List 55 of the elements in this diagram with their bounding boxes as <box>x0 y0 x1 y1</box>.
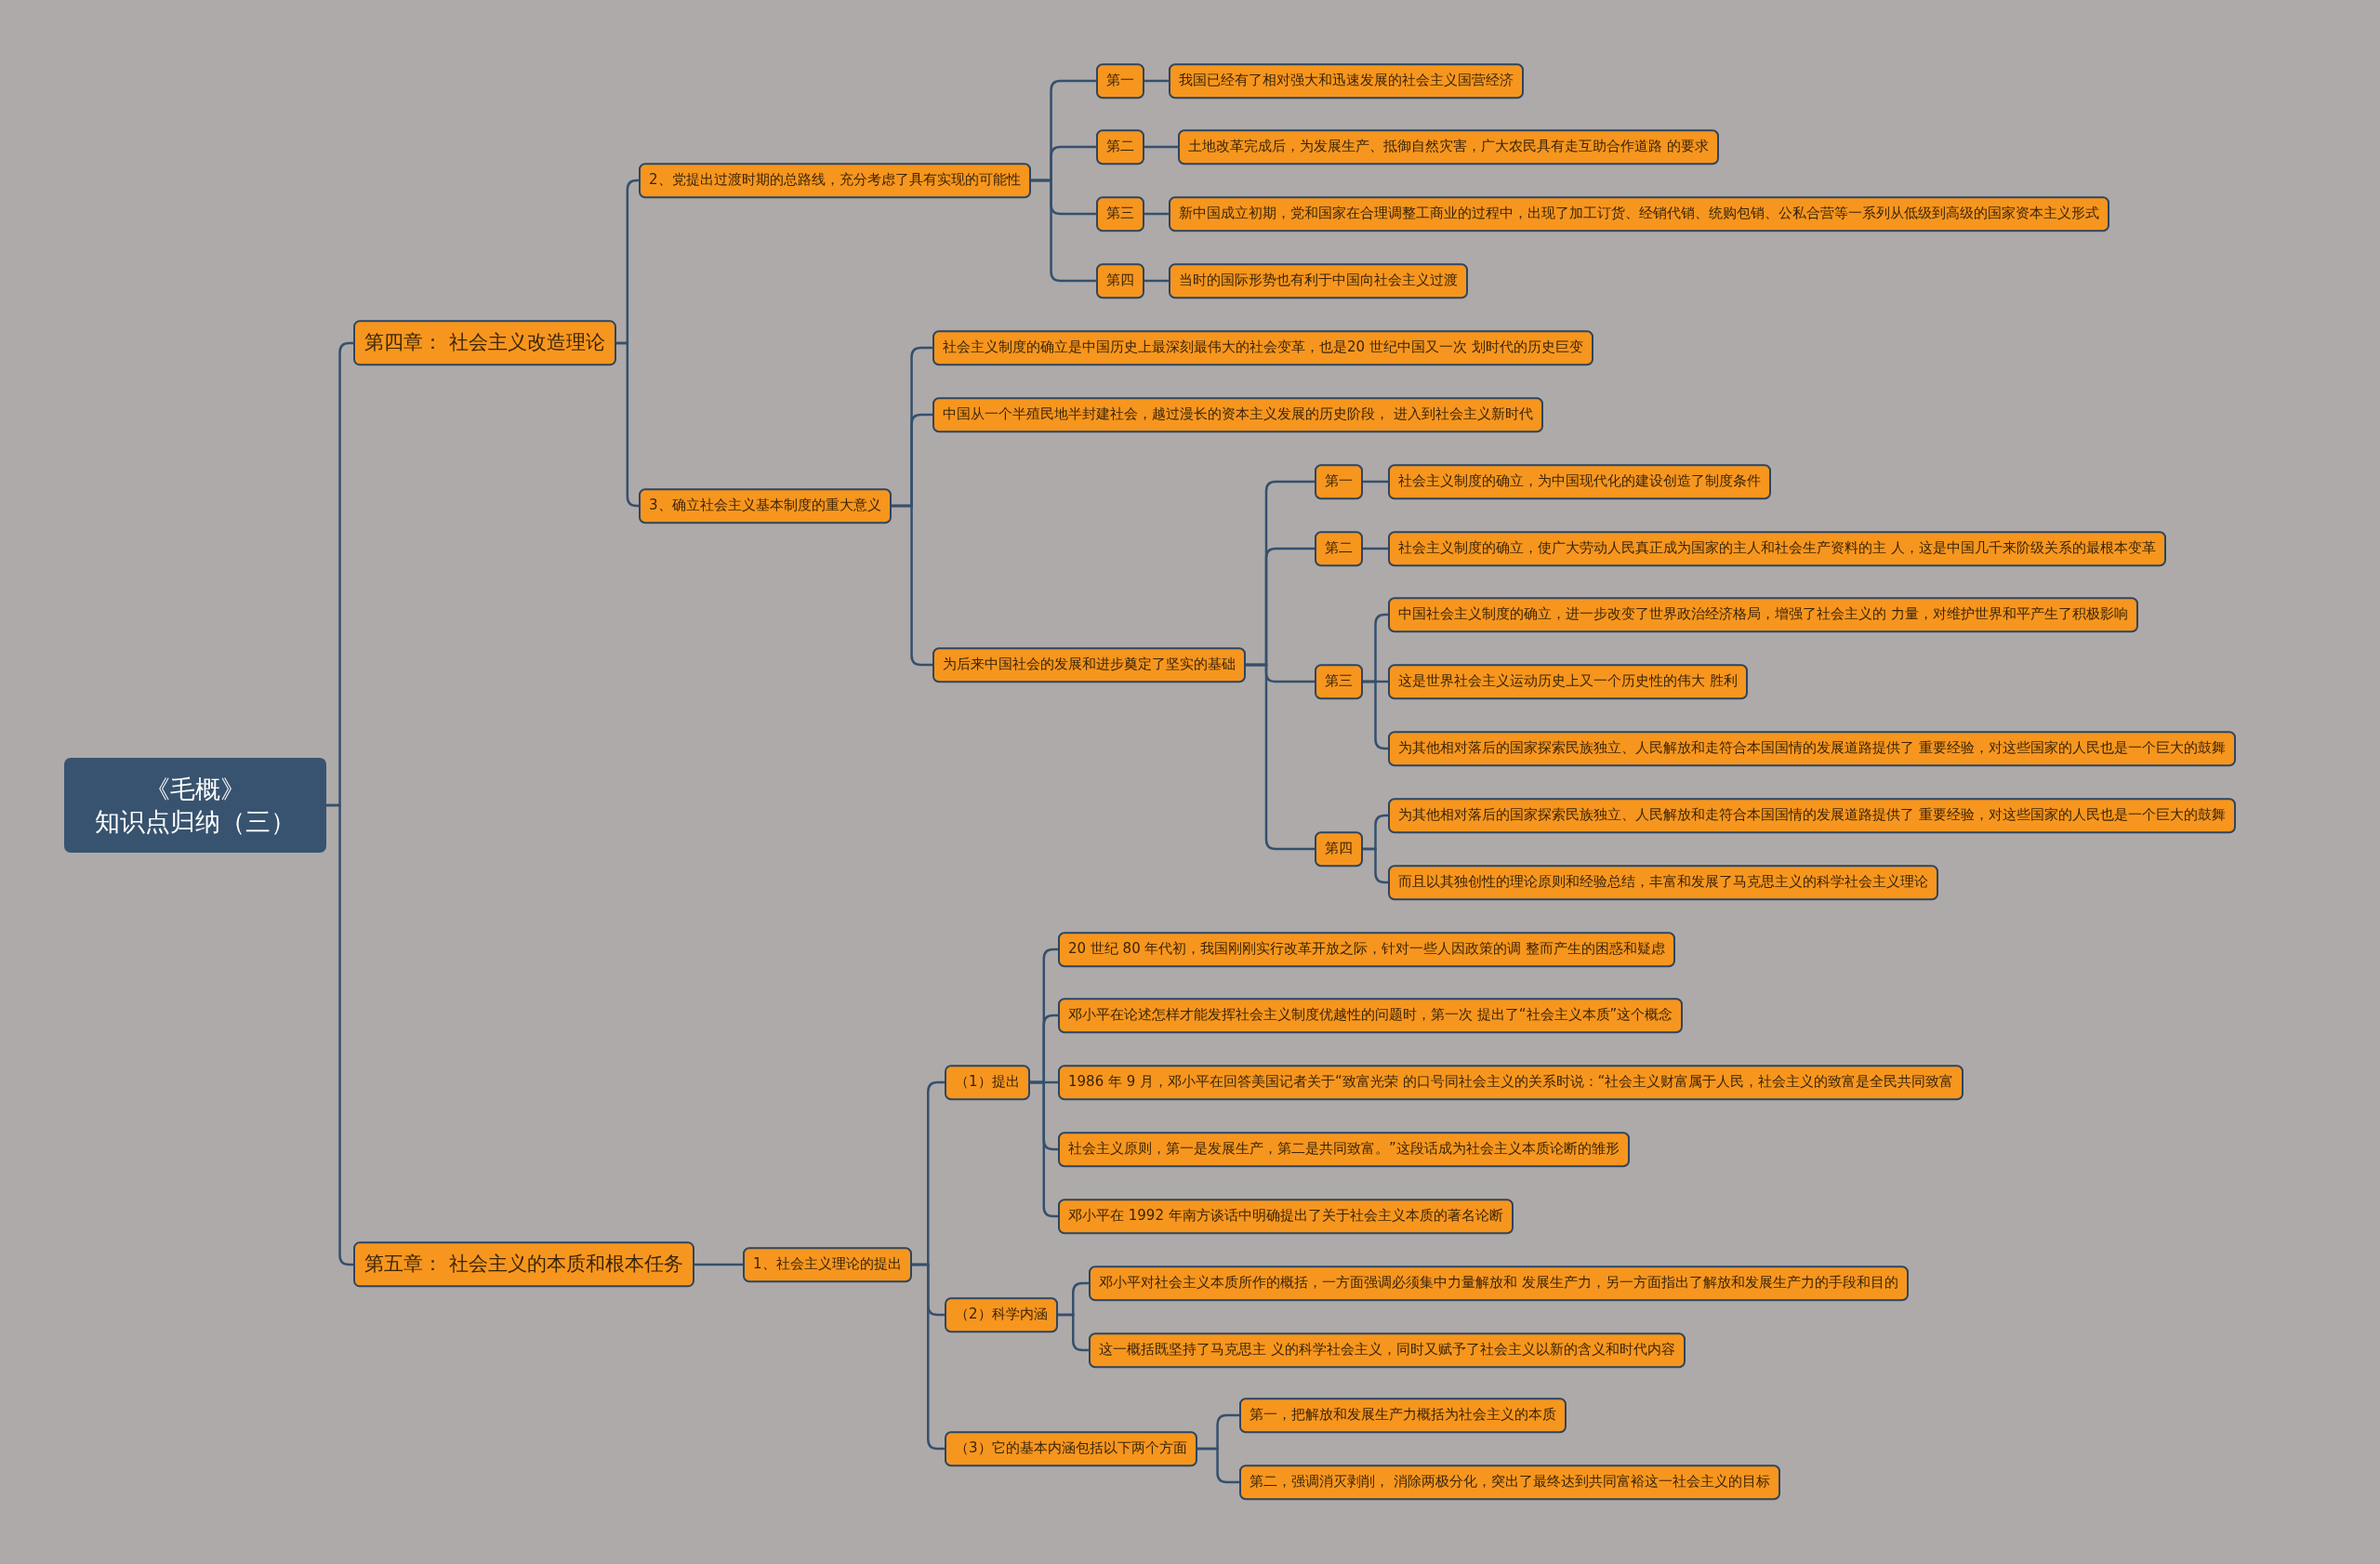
topic-box: （1）提出 <box>945 1065 1030 1100</box>
topic-box: 第四 <box>1096 263 1144 298</box>
topic-box: 2、党提出过渡时期的总路线，充分考虑了具有实现的可能性 <box>639 163 1031 198</box>
topic-box: （3）它的基本内涵包括以下两个方面 <box>945 1431 1197 1466</box>
connector-line <box>1197 1447 1239 1484</box>
topic-box: 中国从一个半殖民地半封建社会，越过漫长的资本主义发展的历史阶段， 进入到社会主义新时代 <box>932 397 1543 432</box>
topic-box: 当时的国际形势也有利于中国向社会主义过渡 <box>1169 263 1468 298</box>
topic-box: 1、社会主义理论的提出 <box>743 1247 912 1282</box>
topic-box: 邓小平在论述怎样才能发挥社会主义制度优越性的问题时，第一次 提出了“社会主义本质”这个概念 <box>1058 998 1684 1033</box>
connector-line <box>1030 179 1096 283</box>
topic-box: 社会主义原则，第一是发展生产，第二是共同致富。”这段话成为社会主义本质论断的雏形 <box>1058 1132 1630 1167</box>
connector-line <box>1363 847 1388 884</box>
topic-box: 第一，把解放和发展生产力概括为社会主义的本质 <box>1239 1398 1567 1433</box>
topic-box: 20 世纪 80 年代初，我国刚刚实行改革开放之际，针对一些人因政策的调 整而产生的困惑和疑虑 <box>1058 932 1676 967</box>
connector-line <box>911 1263 945 1451</box>
topic-box: 为其他相对落后的国家探索民族独立、人民解放和走符合本国国情的发展道路提供了 重要经验，对这些国家的人民也是一个巨大的鼓舞 <box>1388 731 2236 766</box>
topic-box: 而且以其独创性的理论原则和经验总结，丰富和发展了马克思主义的科学社会主义理论 <box>1388 865 1938 900</box>
topic-box: 邓小平在 1992 年南方谈话中明确提出了关于社会主义本质的著名论断 <box>1058 1199 1514 1234</box>
topic-box: 第一 <box>1096 63 1144 99</box>
topic-box: 1986 年 9 月，邓小平在回答美国记者关于“致富光荣 的口号同社会主义的关系时说：“社会主义财富属于人民，社会主义的致富是全民共同致富 <box>1058 1065 1964 1100</box>
topic-box: 第一 <box>1315 464 1363 499</box>
connector-line <box>1363 480 1388 484</box>
topic-box: （2）科学内涵 <box>945 1297 1058 1332</box>
topic-box: 这是世界社会主义运动历史上又一个历史性的伟大 胜利 <box>1388 664 1748 699</box>
topic-box: 3、确立社会主义基本制度的重大意义 <box>639 488 892 524</box>
topic-box: 新中国成立初期，党和国家在合理调整工商业的过程中，出现了加工订货、经销代销、统购包销、公私合营等一系列从低级到高级的国家资本主义形式 <box>1169 196 2109 232</box>
topic-box: 这一概括既坚持了马克思主 义的科学社会主义，同时又赋予了社会主义以新的含义和时代内容 <box>1089 1332 1686 1368</box>
topic-box: 第四 <box>1315 831 1363 867</box>
chapter-topic-box: 第五章： 社会主义的本质和根本任务 <box>353 1241 694 1288</box>
topic-box: 为其他相对落后的国家探索民族独立、人民解放和走符合本国国情的发展道路提供了 重要经验，对这些国家的人民也是一个巨大的鼓舞 <box>1388 798 2236 833</box>
topic-box: 第二 <box>1315 531 1363 566</box>
connector-line <box>1144 145 1178 149</box>
topic-box: 第二，强调消灭剥削， 消除两极分化，突出了最终达到共同富裕这一社会主义的目标 <box>1239 1465 1780 1500</box>
topic-box: 社会主义制度的确立，为中国现代化的建设创造了制度条件 <box>1388 464 1771 499</box>
connector-line <box>694 1263 743 1266</box>
topic-box: 为后来中国社会的发展和进步奠定了坚实的基础 <box>932 647 1246 683</box>
connector-line <box>1144 79 1169 83</box>
connector-line <box>1363 547 1388 550</box>
connector-line <box>1057 1313 1089 1352</box>
connector-line <box>1144 212 1169 216</box>
topic-box: 第三 <box>1096 196 1144 232</box>
connector-line <box>1246 663 1315 851</box>
chapter-topic-box: 第四章： 社会主义改造理论 <box>353 320 616 366</box>
connector-line <box>891 504 932 667</box>
topic-box: 第二 <box>1096 129 1144 165</box>
topic-box: 社会主义制度的确立是中国历史上最深刻最伟大的社会变革，也是20 世纪中国又一次 划时代的历史巨变 <box>932 330 1593 365</box>
connector-line <box>1144 279 1169 283</box>
topic-box: 第三 <box>1315 664 1363 699</box>
topic-box: 邓小平对社会主义本质所作的概括，一方面强调必须集中力量解放和 发展生产力，另一方面指出了解放和发展生产力的手段和目的 <box>1089 1266 1909 1301</box>
topic-box: 社会主义制度的确立，使广大劳动人民真正成为国家的主人和社会生产资料的主 人，这是中国几千来阶级关系的最根本变革 <box>1388 531 2166 566</box>
topic-box: 我国已经有了相对强大和迅速发展的社会主义国营经济 <box>1169 63 1524 99</box>
topic-box: 中国社会主义制度的确立，进一步改变了世界政治经济格局，增强了社会主义的 力量，对维护世界和平产生了积极影响 <box>1388 597 2138 632</box>
topic-box: 土地改革完成后，为发展生产、抵御自然灾害，广大农民具有走互助合作道路 的要求 <box>1178 129 1719 165</box>
connector-line <box>615 341 639 508</box>
root-topic-box: 《毛概》知识点归纳（三） <box>64 758 326 853</box>
